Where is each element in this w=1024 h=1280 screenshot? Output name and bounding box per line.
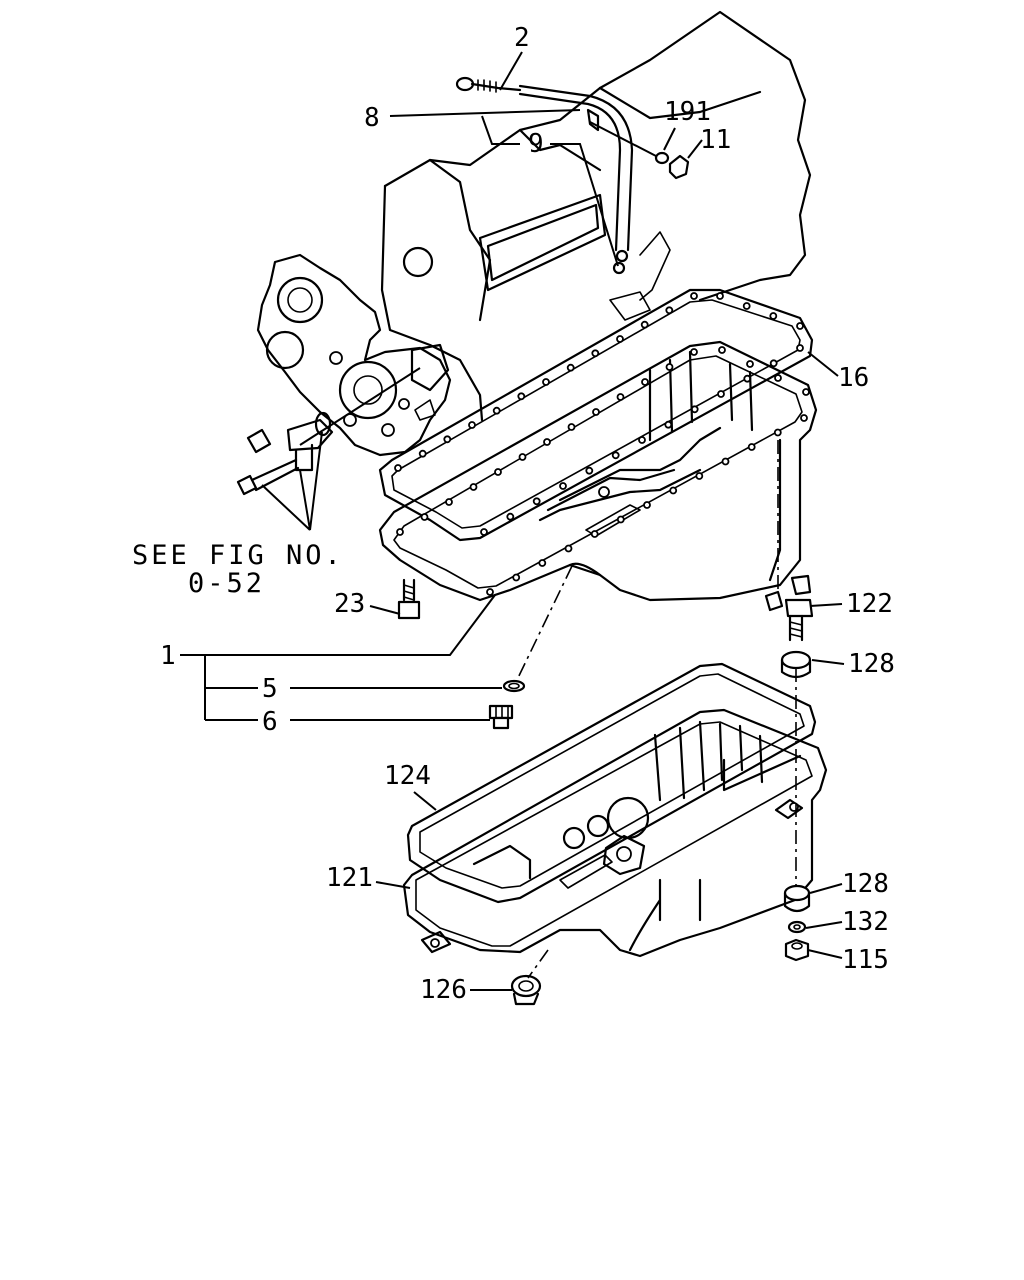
callout-191: 191: [664, 97, 711, 127]
bolt-hole: [559, 482, 567, 490]
bolt-hole: [641, 378, 649, 386]
callout-1: 1: [160, 641, 176, 671]
bolt-hole: [506, 512, 515, 521]
callout-2: 2: [514, 23, 530, 53]
leader-lines: [180, 51, 845, 991]
callout-labels: 2 8 9 191 11 16 23 1 5 6 122 128 124 121…: [160, 23, 895, 1005]
callout-124: 124: [384, 761, 431, 791]
bolt-hole: [518, 453, 527, 461]
bolt-hole: [665, 306, 674, 315]
callout-23: 23: [334, 589, 365, 619]
nut-115: [784, 938, 810, 962]
callout-128-upper: 128: [848, 649, 895, 679]
callout-122: 122: [846, 589, 893, 619]
bolt-hole: [480, 528, 488, 536]
bolt-hole: [800, 414, 808, 422]
bolt-hole: [742, 302, 751, 310]
bolt-hole: [746, 360, 754, 368]
bolt-hole: [567, 423, 576, 431]
bolt-hole: [721, 457, 730, 466]
bolt-hole: [532, 497, 541, 506]
callout-128-lower: 128: [842, 869, 889, 899]
callout-115: 115: [842, 945, 889, 975]
bolt-hole: [592, 408, 600, 416]
bolt-hole: [796, 344, 804, 352]
callout-5: 5: [262, 674, 278, 704]
bolt-hole: [717, 390, 725, 398]
bolt-hole: [517, 392, 526, 401]
see-fig-line2: 0-52: [188, 568, 265, 599]
bolt-hole: [591, 349, 600, 358]
timing-cover: [256, 253, 452, 457]
bolt-hole: [716, 292, 724, 300]
drain-plug-assembly: [488, 679, 526, 730]
bolt-hole: [468, 421, 476, 429]
bolt-hole: [396, 528, 404, 536]
bolt-hole: [585, 466, 594, 475]
bolt-hole: [566, 363, 575, 372]
bolt-hole: [664, 420, 673, 429]
callout-121: 121: [326, 863, 373, 893]
bolt-hole: [718, 346, 726, 354]
lower-oil-pan-121: [402, 708, 828, 958]
bolt-hole: [774, 374, 782, 382]
bolt-hole: [420, 513, 429, 521]
dipstick-and-guide-tube: [455, 76, 690, 275]
bolt-hole: [616, 515, 625, 524]
bolt-hole: [616, 335, 624, 343]
pipe-fitting-assembly: [236, 367, 421, 531]
bolt-hole: [796, 322, 804, 330]
bolt-hole: [486, 588, 494, 596]
bolt-hole: [802, 388, 810, 396]
bolt-hole: [769, 359, 778, 368]
callout-6: 6: [262, 707, 278, 737]
callout-126: 126: [420, 975, 467, 1005]
bolt-hole: [492, 406, 501, 415]
bolt-hole: [443, 435, 452, 444]
gasket-bolt-holes: [394, 292, 804, 536]
upper-pan-flange-holes: [396, 346, 810, 596]
see-fig-line1: SEE FIG NO.: [132, 540, 344, 571]
bolt-hole: [543, 438, 551, 446]
washer-132: [787, 920, 807, 934]
bolt-hole: [538, 559, 547, 567]
grommet-128-lower: [783, 884, 811, 913]
bolt-hole: [616, 393, 625, 401]
bolt-hole: [690, 292, 698, 300]
gasket-124: [406, 662, 817, 904]
bolt-hole: [445, 498, 453, 506]
bolt-hole: [611, 451, 620, 460]
bolt-hole: [695, 472, 704, 480]
drain-plug-126: [510, 974, 542, 1006]
upper-oil-pan: [378, 340, 818, 602]
bolt-hole: [394, 464, 402, 472]
bracket-122: [764, 574, 814, 642]
callout-11: 11: [700, 125, 731, 155]
bolt-hole: [690, 348, 698, 356]
bolt-hole: [542, 378, 550, 386]
bolt-hole: [512, 573, 521, 582]
callout-8: 8: [364, 103, 380, 133]
callout-9: 9: [528, 129, 544, 159]
bolt-hole: [564, 544, 573, 553]
bolt-hole: [418, 449, 427, 458]
bolt-hole: [494, 468, 502, 476]
bolt-hole: [469, 483, 478, 491]
bolt-hole: [773, 428, 782, 437]
figure-reference-note: SEE FIG NO. 0-52: [132, 540, 344, 599]
bolt-hole: [640, 320, 649, 329]
bolt-hole: [769, 312, 778, 320]
bolt-hole: [669, 486, 678, 495]
callout-132: 132: [842, 907, 889, 937]
bolt-hole: [643, 501, 651, 509]
bolt-23: [397, 578, 421, 620]
assembly-centerlines: [515, 440, 797, 979]
engine-block: [380, 10, 812, 422]
callout-16: 16: [838, 363, 869, 393]
bolt-hole: [638, 436, 646, 444]
bolt-hole: [590, 530, 599, 538]
bolt-hole: [665, 363, 674, 371]
bolt-hole: [747, 443, 756, 451]
